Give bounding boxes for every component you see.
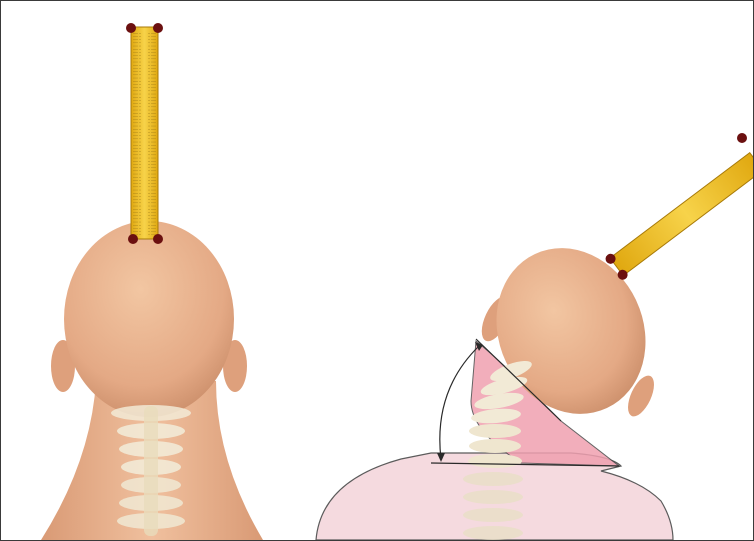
left-figure	[41, 23, 263, 540]
ruler-marker	[126, 23, 136, 33]
ruler-marker	[153, 234, 163, 244]
left-ruler-icon	[126, 23, 163, 244]
right-figure	[316, 133, 753, 540]
right-ruler-icon	[604, 150, 753, 282]
ruler-marker	[153, 23, 163, 33]
ruler-marker	[128, 234, 138, 244]
left-head	[64, 221, 234, 417]
ruler-marker	[737, 133, 747, 143]
